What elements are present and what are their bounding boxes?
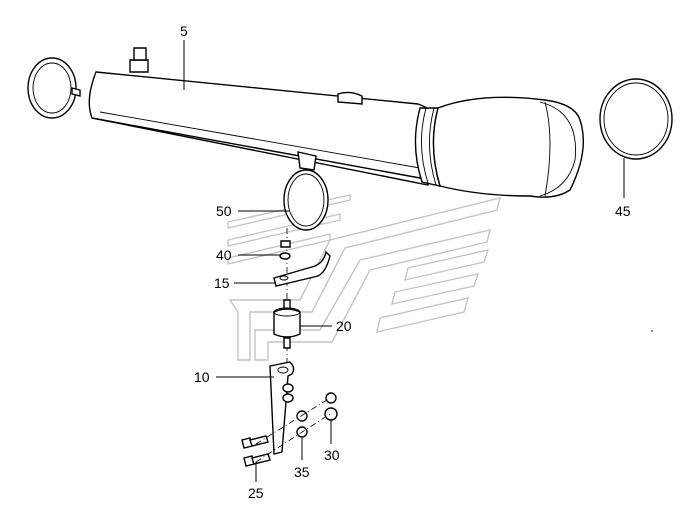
label-part-50: 50	[216, 203, 232, 219]
label-part-20: 20	[336, 318, 352, 334]
leader-lines	[183, 40, 625, 482]
rubber-mount-part-20	[273, 299, 301, 349]
washer-part-35	[296, 410, 308, 438]
fastener-center-line-2	[255, 397, 331, 445]
label-part-10: 10	[194, 369, 210, 385]
label-part-15: 15	[214, 275, 230, 291]
label-part-5: 5	[180, 23, 188, 39]
label-part-35: 35	[294, 464, 310, 480]
washer-part-40	[279, 240, 291, 260]
label-part-40: 40	[216, 247, 232, 263]
label-part-30: 30	[324, 447, 340, 463]
tube-part-5	[88, 47, 585, 198]
label-part-45: 45	[615, 203, 631, 219]
cover-plate-part-45	[599, 78, 673, 160]
clamp-band-part-50	[283, 169, 329, 231]
filler-cap	[129, 47, 149, 73]
nut-part-30	[324, 392, 338, 421]
bolt-part-25	[241, 435, 271, 467]
support-bracket-part-10	[269, 361, 295, 455]
watermark-logo	[227, 194, 501, 361]
fastener-center-line	[255, 413, 331, 463]
bracket-part-15	[273, 250, 331, 287]
clamp-ring-left	[27, 57, 81, 119]
scan-speck	[651, 330, 653, 332]
label-part-25: 25	[248, 485, 264, 501]
